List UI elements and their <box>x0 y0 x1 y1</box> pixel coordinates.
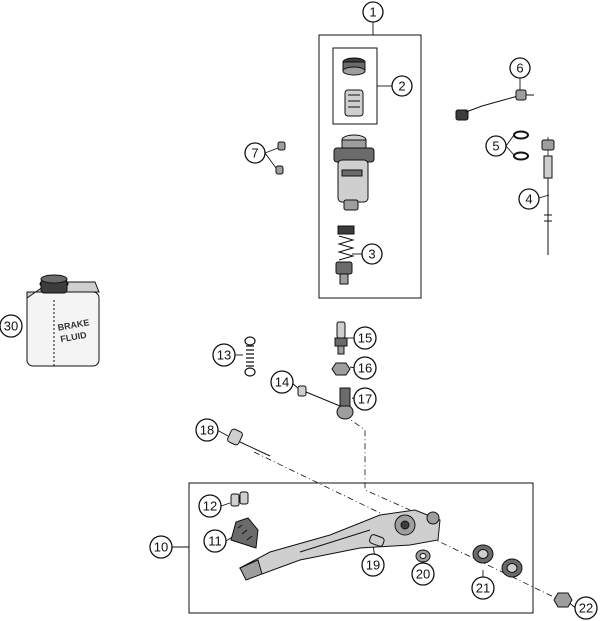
clevis <box>336 387 354 420</box>
master-cylinder-body <box>333 134 375 211</box>
callout-17: 17 <box>353 387 377 411</box>
callout-21: 21 <box>471 576 495 600</box>
svg-text:15: 15 <box>358 331 372 346</box>
screws <box>275 141 286 175</box>
callout-3: 3 <box>361 243 383 265</box>
callout-7: 7 <box>244 142 266 164</box>
svg-text:11: 11 <box>208 534 222 549</box>
callout-15: 15 <box>353 326 377 350</box>
reservoir-cap-and-strainer <box>342 57 366 117</box>
pivot-bolt <box>297 385 341 407</box>
svg-text:13: 13 <box>217 348 231 363</box>
callout-14: 14 <box>270 370 294 394</box>
fluid-can-label-line2: FLUID <box>60 330 88 345</box>
callout-1: 1 <box>362 1 384 23</box>
callout-19: 19 <box>361 553 385 577</box>
svg-text:17: 17 <box>358 392 372 407</box>
long-bolt <box>227 428 271 457</box>
brake-pedal <box>238 509 441 581</box>
pivot-pin <box>369 534 385 547</box>
callout-16: 16 <box>353 356 377 380</box>
callout-10: 10 <box>149 535 173 559</box>
callout-20: 20 <box>411 562 435 586</box>
brake-pedal-tip <box>230 517 259 549</box>
nut <box>331 362 351 376</box>
svg-text:30: 30 <box>4 319 18 334</box>
callout-4: 4 <box>518 188 540 210</box>
piston-kit <box>335 225 355 285</box>
svg-text:10: 10 <box>154 540 168 555</box>
svg-text:5: 5 <box>492 139 499 154</box>
svg-text:3: 3 <box>368 247 375 262</box>
bearings <box>472 544 523 578</box>
brake-fluid-can: BRAKE FLUID <box>26 274 100 367</box>
brake-light-switch <box>455 89 534 121</box>
washer <box>415 549 431 563</box>
foot-brake-lever-group-frame <box>188 482 534 614</box>
master-cylinder-group-frame <box>318 34 422 299</box>
svg-text:7: 7 <box>251 146 258 161</box>
svg-text:4: 4 <box>525 192 532 207</box>
svg-text:20: 20 <box>416 567 430 582</box>
callout-12: 12 <box>198 494 222 518</box>
svg-text:18: 18 <box>200 423 214 438</box>
callout-11: 11 <box>203 529 227 553</box>
callout-30: 30 <box>0 314 23 338</box>
callout-6: 6 <box>509 57 531 79</box>
svg-text:14: 14 <box>275 375 289 390</box>
bushings <box>230 491 249 507</box>
collar-nut <box>553 592 573 608</box>
callout-18: 18 <box>195 418 219 442</box>
svg-text:22: 22 <box>579 601 593 616</box>
svg-text:2: 2 <box>398 79 405 94</box>
callout-22: 22 <box>574 596 598 620</box>
svg-text:21: 21 <box>476 581 490 596</box>
pushrod-fitting <box>334 321 348 355</box>
svg-text:12: 12 <box>203 499 217 514</box>
return-spring <box>244 336 256 377</box>
svg-text:16: 16 <box>358 361 372 376</box>
brake-hose <box>541 139 555 255</box>
callout-5: 5 <box>485 135 507 157</box>
callout-2: 2 <box>391 75 413 97</box>
svg-text:6: 6 <box>516 61 523 76</box>
o-rings <box>513 130 529 161</box>
svg-text:19: 19 <box>366 558 380 573</box>
callout-13: 13 <box>212 343 236 367</box>
svg-text:1: 1 <box>369 5 376 20</box>
